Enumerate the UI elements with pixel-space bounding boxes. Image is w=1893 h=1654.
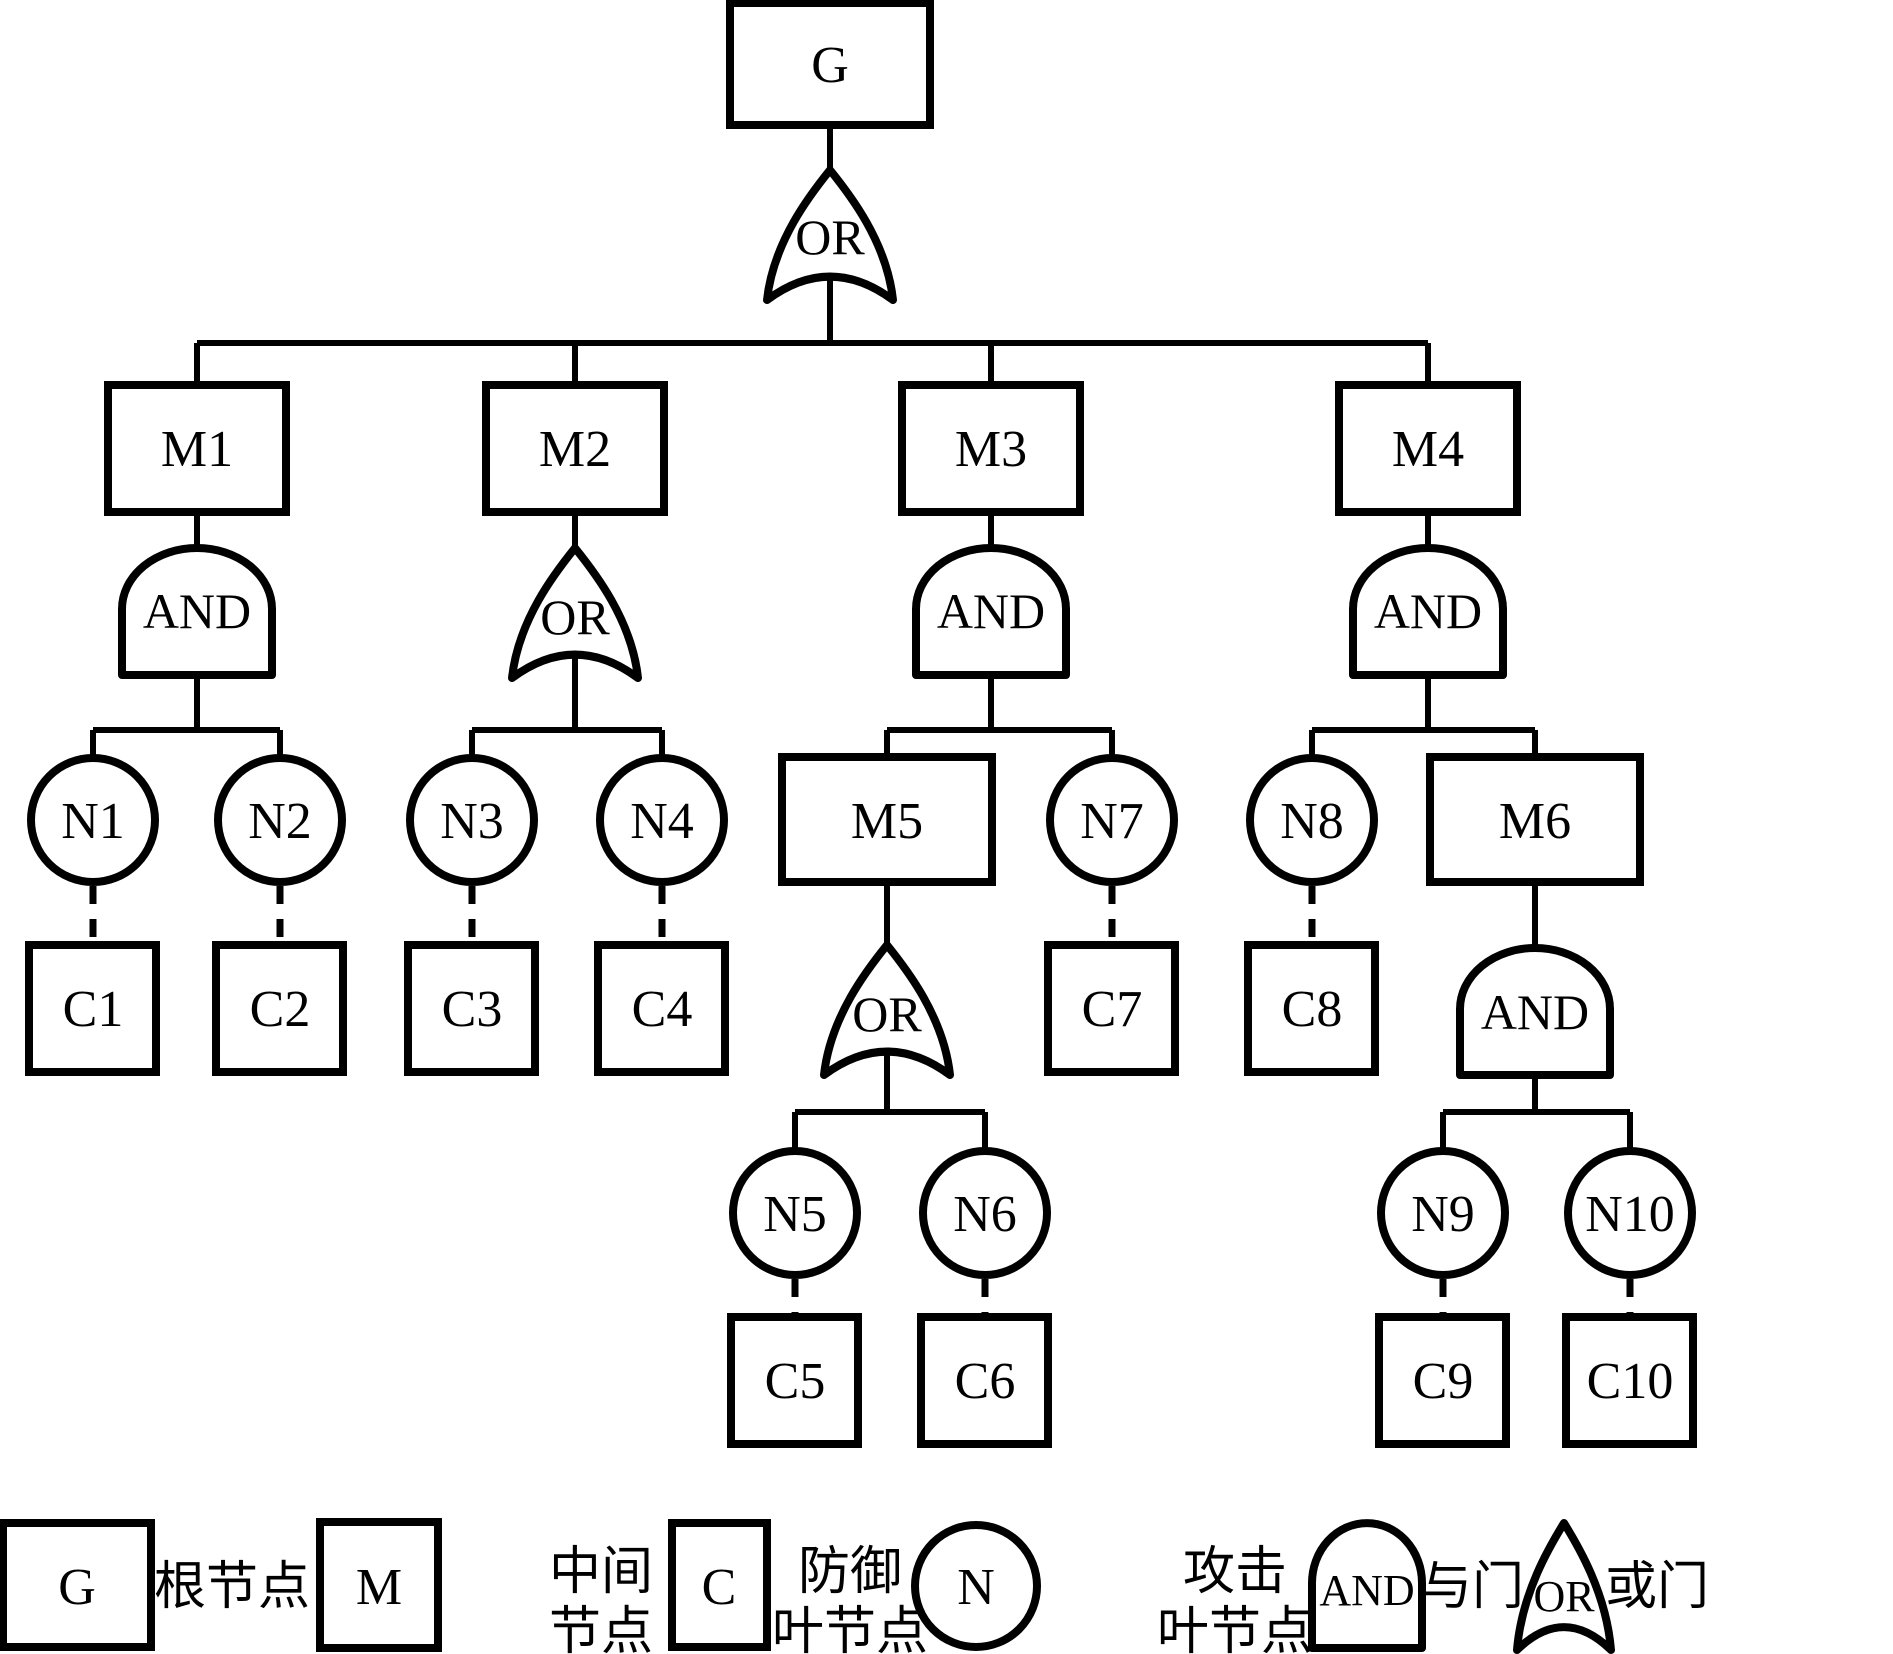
legend-or-gate [1513,1519,1615,1654]
legend-attack-desc-line1: 攻击 [1183,1544,1287,1601]
node-M2 [482,381,668,516]
node-C5-label: C5 [765,1353,826,1410]
node-N2-label: N2 [248,793,312,850]
node-C3 [404,941,539,1076]
or-gate-M5 [820,941,954,1079]
node-M1 [104,381,290,516]
and-gate-M1-label: AND [143,583,251,639]
legend-and-gate [1308,1519,1426,1652]
legend-intermediate-desc-line1: 中间 [549,1544,653,1601]
node-N10 [1564,1147,1696,1279]
node-N4 [596,754,728,886]
legend-attack-desc-line2: 叶节点 [1157,1604,1313,1654]
node-M6-label: M6 [1499,793,1571,850]
node-C1 [25,941,160,1076]
and-gate-M6 [1456,944,1614,1079]
legend-root-symbol-label: G [58,1559,96,1616]
node-C4 [594,941,729,1076]
or-gate-M2-label: OR [540,589,610,645]
and-gate-M4-label: AND [1374,583,1482,639]
node-N8 [1246,754,1378,886]
legend-attack-symbol-label: N [957,1559,995,1616]
node-G-label: G [811,37,849,94]
and-gate-M3-label: AND [937,583,1045,639]
node-C9-label: C9 [1413,1353,1474,1410]
node-M2-label: M2 [539,421,611,478]
legend-intermediate-box [316,1518,442,1652]
node-N6-label: N6 [953,1186,1017,1243]
legend-or-desc: 或门 [1605,1559,1709,1616]
node-C10-label: C10 [1587,1353,1674,1410]
legend-attack-circle [911,1521,1041,1651]
node-C6 [917,1313,1052,1448]
node-N5-label: N5 [763,1186,827,1243]
node-N3 [406,754,538,886]
legend-defense-symbol-label: C [702,1559,737,1616]
node-M1-label: M1 [161,421,233,478]
node-M5-label: M5 [851,793,923,850]
legend-and-gate-label: AND [1319,1566,1414,1615]
node-N5 [729,1147,861,1279]
and-gate-M6-label: AND [1481,984,1589,1040]
legend-defense-desc-line1: 防御 [798,1544,902,1601]
or-gate-G-label: OR [795,209,865,265]
node-M6 [1426,753,1644,886]
node-M4 [1335,381,1521,516]
node-C8-label: C8 [1282,981,1343,1038]
node-C7-label: C7 [1082,981,1143,1038]
node-N3-label: N3 [440,793,504,850]
node-C9 [1375,1313,1510,1448]
node-C4-label: C4 [632,981,693,1038]
node-C2-label: C2 [250,981,311,1038]
node-N4-label: N4 [630,793,694,850]
node-C1-label: C1 [63,981,124,1038]
node-N1 [27,754,159,886]
node-N10-label: N10 [1585,1186,1675,1243]
node-C2 [212,941,347,1076]
node-N9 [1377,1147,1509,1279]
node-M5 [778,753,996,886]
node-N7-label: N7 [1080,793,1144,850]
node-N6 [919,1147,1051,1279]
and-gate-M4 [1349,544,1507,679]
legend-root-desc: 根节点 [154,1559,310,1616]
node-C3-label: C3 [442,981,503,1038]
node-M3-label: M3 [955,421,1027,478]
or-gate-M5-label: OR [852,986,922,1042]
node-N7 [1046,754,1178,886]
node-N9-label: N9 [1411,1186,1475,1243]
node-M3 [898,381,1084,516]
node-C6-label: C6 [955,1353,1016,1410]
legend-defense-desc-line2: 叶节点 [772,1604,928,1654]
legend-defense-box [668,1519,771,1651]
and-gate-M1 [118,544,276,679]
node-N1-label: N1 [61,793,125,850]
node-C10 [1562,1313,1697,1448]
node-C7 [1044,941,1179,1076]
node-G [726,0,934,129]
or-gate-G [763,166,897,304]
node-N8-label: N8 [1280,793,1344,850]
node-N2 [214,754,346,886]
legend-and-desc: 与门 [1420,1559,1524,1616]
legend-intermediate-desc-line2: 节点 [549,1604,653,1654]
legend-or-gate-label: OR [1533,1572,1595,1621]
or-gate-M2 [508,544,642,682]
legend-intermediate-symbol-label: M [356,1559,402,1616]
and-gate-M3 [912,544,1070,679]
node-C8 [1244,941,1379,1076]
node-M4-label: M4 [1392,421,1464,478]
legend-root-box [0,1519,155,1651]
node-C5 [727,1313,862,1448]
